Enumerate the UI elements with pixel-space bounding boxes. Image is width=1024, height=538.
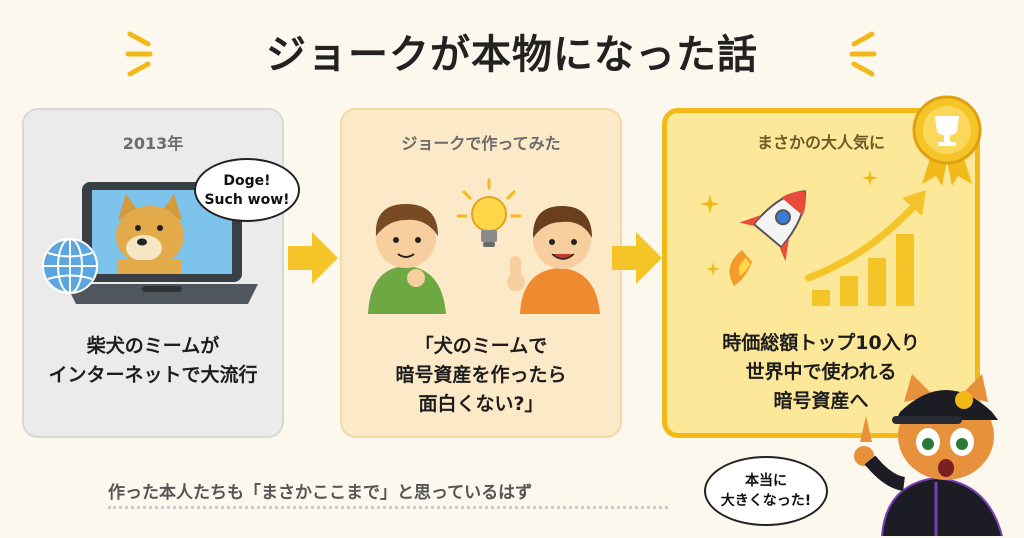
lightbulb-icon xyxy=(456,178,522,247)
sparkle-icon xyxy=(700,194,720,214)
cat-speech-bubble: 本当に 大きくなった! xyxy=(704,456,828,526)
body-line: 時価総額トップ10入り xyxy=(722,332,920,354)
sparkle-icon xyxy=(862,170,878,186)
doge-speech-bubble: Doge! Such wow! xyxy=(194,158,300,222)
body-line: インターネットで大流行 xyxy=(48,364,258,386)
body-line: 柴犬のミームが xyxy=(86,335,220,357)
footer-caption: 作った本人たちも「まさかここまで」と思っているはず xyxy=(108,483,533,503)
arrow-right-icon xyxy=(612,232,662,284)
body-line: 暗号資産へ xyxy=(773,390,869,412)
boy-pointing-icon xyxy=(507,206,600,314)
dotted-divider xyxy=(108,506,668,509)
panel-heading: まさかの大人気に xyxy=(756,133,885,152)
rocket-icon xyxy=(729,190,806,286)
panel-heading: 2013年 xyxy=(122,134,184,153)
page-title: ジョークが本物になった話 xyxy=(266,32,758,78)
panel-heading: ジョークで作ってみた xyxy=(401,134,561,153)
speech-line: 本当に xyxy=(745,473,787,489)
arrow-right-icon xyxy=(288,232,338,284)
globe-icon xyxy=(42,238,98,294)
boy-thinking-icon xyxy=(368,204,446,314)
body-line: 暗号資産を作ったら xyxy=(395,364,567,386)
right-sparkle-icon xyxy=(849,31,877,77)
speech-line: 大きくなった! xyxy=(720,493,812,509)
left-sparkle-icon xyxy=(125,31,153,77)
speech-line: Such wow! xyxy=(204,192,290,208)
panel-body: 柴犬のミームが インターネットで大流行 xyxy=(24,332,282,390)
panel-body: 時価総額トップ10入り 世界中で使われる 暗号資産へ xyxy=(667,329,975,416)
trophy-medal-icon xyxy=(912,95,982,186)
doge-icon xyxy=(116,194,184,274)
body-line: 「犬のミームで xyxy=(414,335,548,357)
speech-line: Doge! xyxy=(223,173,271,189)
cat-mascot-icon xyxy=(854,374,1003,537)
body-line: 世界中で使われる xyxy=(745,361,897,383)
sparkle-icon xyxy=(706,262,720,276)
body-line: 面白くない?」 xyxy=(418,393,544,415)
panel-body: 「犬のミームで 暗号資産を作ったら 面白くない?」 xyxy=(342,332,620,419)
growth-chart-icon xyxy=(804,190,926,306)
